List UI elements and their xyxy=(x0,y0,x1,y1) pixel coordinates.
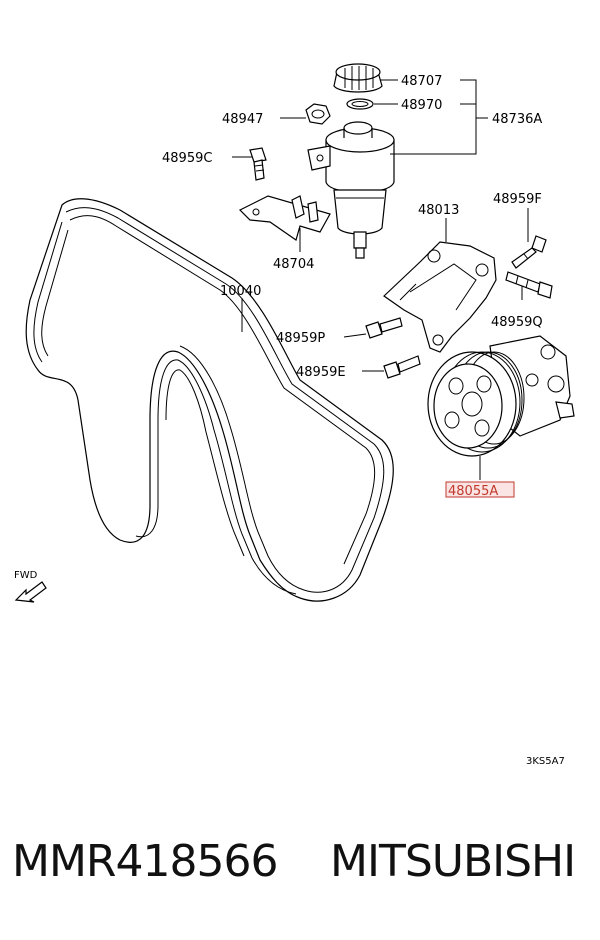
fwd-arrow-icon xyxy=(14,581,47,603)
bolt-48959f xyxy=(511,235,547,269)
diagram-code: 3KS5A7 xyxy=(526,756,565,767)
callout-48970: 48970 xyxy=(401,98,442,113)
callout-10040: 10040 xyxy=(220,284,261,299)
callout-48959e: 48959E xyxy=(296,365,346,380)
reservoir-tank xyxy=(307,121,395,259)
reservoir-cap xyxy=(333,63,383,93)
callout-48704: 48704 xyxy=(273,257,314,272)
callout-48959q: 48959Q xyxy=(491,315,543,330)
nut-48947 xyxy=(305,103,331,125)
callout-48959f: 48959F xyxy=(493,192,542,207)
part-number: MMR418566 xyxy=(12,836,278,887)
callout-48736a: 48736A xyxy=(492,112,542,127)
fwd-label: FWD xyxy=(14,570,38,581)
callout-48959p: 48959P xyxy=(276,331,325,346)
caption: MMR418566 MITSUBISHI xyxy=(0,836,600,906)
brand-name: MITSUBISHI xyxy=(330,836,576,887)
callout-48055a-highlight[interactable]: 48055A xyxy=(445,481,515,499)
pulley xyxy=(427,351,525,457)
pump-bracket xyxy=(383,241,497,353)
bolt-48959q xyxy=(505,271,553,299)
bolt-48959e xyxy=(383,355,421,379)
leader-lines xyxy=(232,79,529,480)
callout-48055a: 48055A xyxy=(448,484,498,499)
callout-48013: 48013 xyxy=(418,203,459,218)
o-ring xyxy=(346,98,374,110)
callout-48707: 48707 xyxy=(401,74,442,89)
callout-48959c: 48959C xyxy=(162,151,212,166)
parts-diagram: 48707 48970 48736A 48947 48959C 48704 48… xyxy=(14,63,575,767)
bracket-48704 xyxy=(238,195,331,241)
drive-belt xyxy=(25,198,394,602)
bolt-48959p xyxy=(365,317,403,339)
bolt-48959c xyxy=(249,147,267,181)
callout-48947: 48947 xyxy=(222,112,263,127)
highlight-box xyxy=(445,481,515,498)
